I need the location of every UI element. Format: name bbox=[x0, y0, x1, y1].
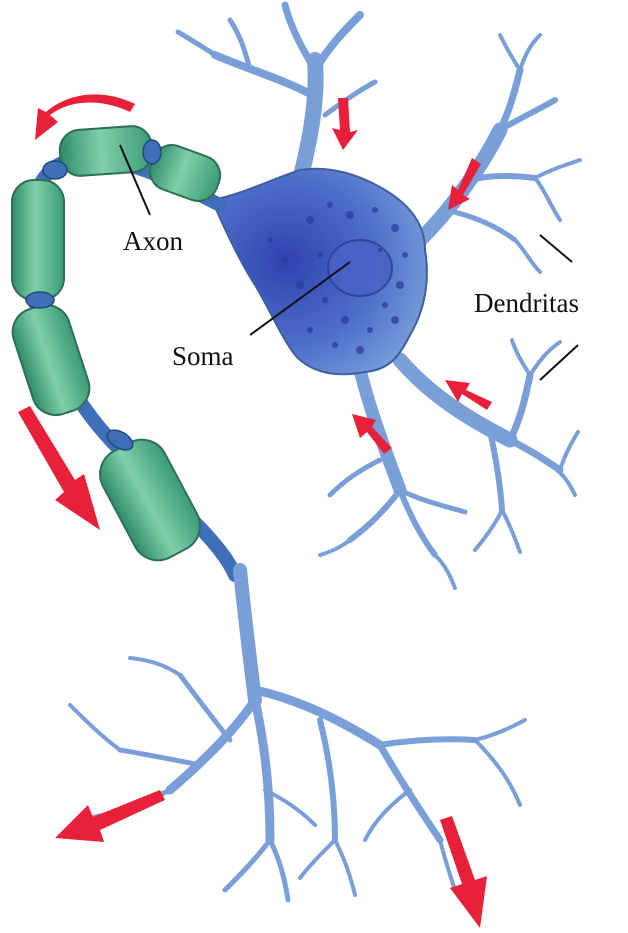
dendritas-label: Dendritas bbox=[474, 288, 579, 318]
lower-right-dendrites bbox=[320, 340, 578, 588]
signal-arrow-icon bbox=[18, 406, 100, 530]
soma-label: Soma bbox=[172, 341, 234, 371]
signal-arrow-icon bbox=[55, 790, 165, 842]
signal-arrow-icon bbox=[440, 816, 487, 928]
axon-label: Axon bbox=[123, 226, 183, 256]
soma bbox=[212, 169, 427, 375]
dendritas-leader-line-upper bbox=[540, 235, 572, 262]
dendritas-leader-line-lower bbox=[540, 345, 578, 380]
nucleus bbox=[328, 240, 392, 296]
